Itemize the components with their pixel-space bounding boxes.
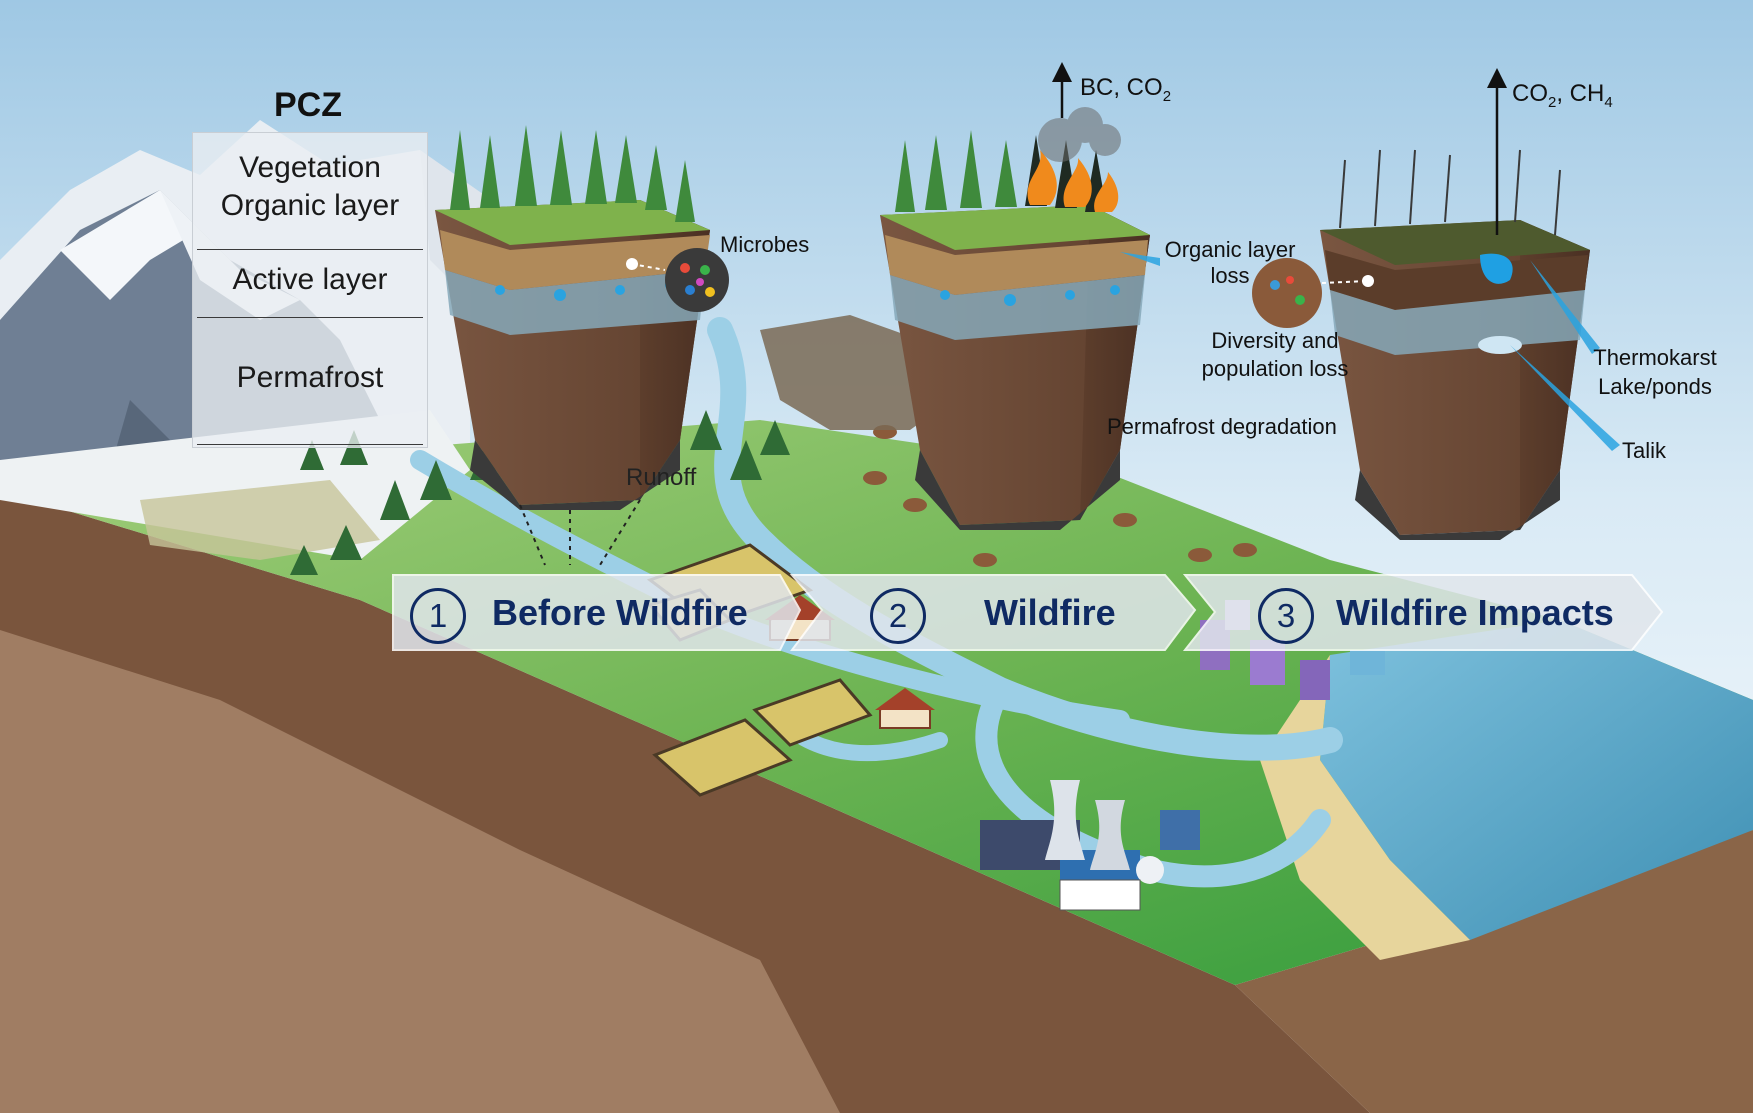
legend-divider [197,317,423,318]
emission-ch: , CH [1556,80,1605,107]
legend-layer-organic: Organic layer [220,189,400,222]
label-permafrost-degradation: Permafrost degradation [1107,414,1337,439]
step-1-number: 1 [410,588,466,644]
soil-column-impacts [1320,149,1590,540]
callout-lines [631,263,1369,284]
column-projection-lines [519,499,641,566]
label-thermokarst-line1: Thermokarst [1593,345,1717,370]
emission-sub: 2 [1162,87,1172,105]
emission-bc-co: BC, CO [1080,74,1163,101]
emission-co-sub: 2 [1548,93,1557,111]
sample-point-2 [1362,275,1374,287]
legend-layer-vegetation: Vegetation [239,151,381,184]
legend-divider [197,249,423,250]
sample-point-1 [626,258,638,270]
emission-co: CO [1512,80,1548,107]
label-runoff: Runoff [626,464,697,491]
label-thermokarst-line2: Lake/ponds [1598,374,1712,399]
legend-layer-permafrost: Permafrost [236,361,384,394]
label-diversity-line1: Diversity and [1211,328,1339,353]
emission-label-wildfire: BC, CO2 [1080,74,1171,105]
label-organic-loss-line2: loss [1210,263,1250,288]
legend-divider [197,444,423,445]
label-microbes: Microbes [720,232,810,257]
legend-title: PCZ [274,86,342,124]
emission-label-impacts: CO2, CH4 [1512,80,1613,111]
step-3-number: 3 [1258,588,1314,644]
power-plant [980,780,1200,911]
pointer-wedges [1120,252,1620,451]
pcz-legend: Vegetation Organic layer Active layer Pe… [192,132,428,448]
soil-column-before [435,125,710,510]
step-1-label: Before Wildfire [492,592,748,633]
label-talik: Talik [1622,438,1667,463]
label-organic-loss-line1: Organic layer [1164,237,1296,262]
microbes-depleted-icon [1252,258,1322,328]
microbes-healthy-icon [665,248,729,312]
step-2-number: 2 [870,588,926,644]
soil-column-wildfire [880,107,1150,530]
emission-ch-sub: 4 [1604,93,1613,111]
label-organic-loss: Organic layer loss [1155,237,1305,289]
legend-layer-active: Active layer [232,263,388,296]
label-thermokarst: Thermokarst Lake/ponds [1585,343,1725,401]
step-2-label: Wildfire [984,592,1116,633]
step-3-label: Wildfire Impacts [1336,592,1614,633]
label-diversity-line2: population loss [1201,356,1349,381]
label-diversity-loss: Diversity and population loss [1190,327,1360,383]
